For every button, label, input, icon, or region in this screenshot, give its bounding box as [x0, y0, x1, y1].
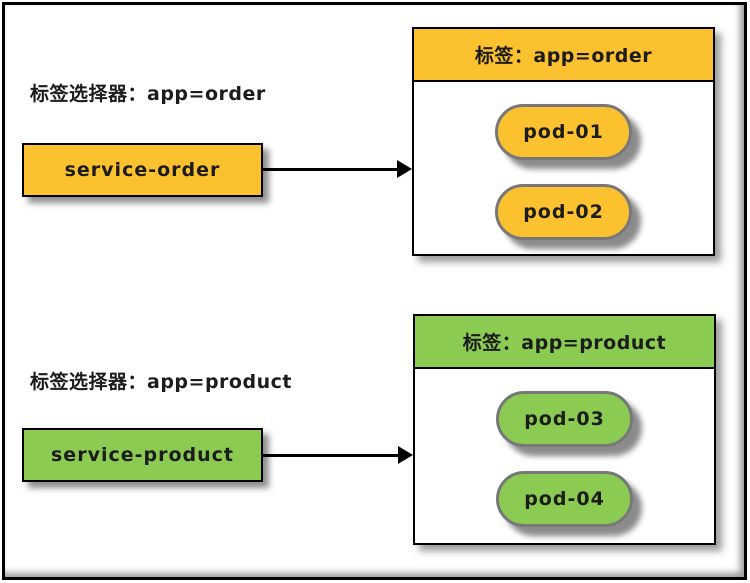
selector-label-order: 标签选择器：app=order [30, 83, 266, 105]
pod-node-label: pod-03 [524, 408, 605, 430]
pod-node: pod-04 [496, 471, 633, 527]
pod-group-header-product: 标签：app=product [415, 316, 714, 369]
pod-group-box-order: 标签：app=order pod-01 pod-02 [412, 27, 715, 256]
pod-node: pod-01 [495, 104, 632, 160]
pod-list-order: pod-01 pod-02 [414, 82, 713, 240]
service-node-order: service-order [22, 143, 263, 197]
service-node-order-label: service-order [64, 159, 221, 181]
pod-node-label: pod-02 [523, 201, 604, 223]
service-node-product: service-product [22, 428, 263, 482]
selector-label-product: 标签选择器：app=product [30, 371, 292, 393]
arrow-connector-order-line [263, 168, 399, 171]
pod-list-product: pod-03 pod-04 [415, 369, 714, 527]
arrow-connector-product-line [263, 454, 400, 457]
pod-node: pod-03 [496, 391, 633, 447]
arrow-right-icon [398, 446, 413, 464]
pod-node: pod-02 [495, 184, 632, 240]
pod-node-label: pod-04 [524, 488, 605, 510]
service-node-product-label: service-product [51, 444, 234, 466]
arrow-right-icon [397, 160, 412, 178]
pod-group-header-order: 标签：app=order [414, 29, 713, 82]
pod-group-box-product: 标签：app=product pod-03 pod-04 [413, 314, 716, 545]
pod-node-label: pod-01 [523, 121, 604, 143]
